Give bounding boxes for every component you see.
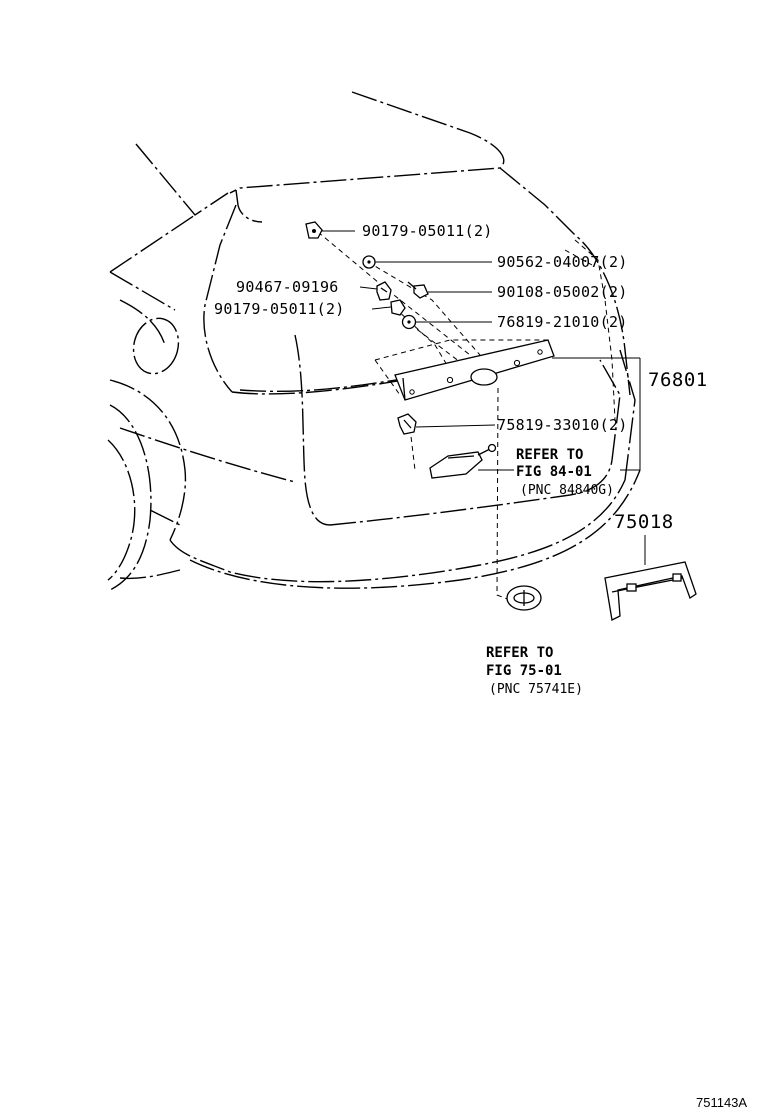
bracket-75018-part bbox=[604, 561, 697, 621]
callout-76819-21010: 76819-21010(2) bbox=[497, 313, 628, 331]
vehicle-body-outline bbox=[107, 91, 641, 591]
leader-lines bbox=[322, 230, 646, 565]
ref-1-pnc: (PNC 84840G) bbox=[520, 483, 614, 498]
callout-75018: 75018 bbox=[614, 511, 674, 533]
callout-90179-05011-lower: 90179-05011(2) bbox=[214, 300, 345, 318]
clip-90179-lower-part bbox=[390, 299, 406, 316]
ref-2-fig: FIG 75-01 bbox=[486, 663, 562, 679]
callout-90562-04007: 90562-04007(2) bbox=[497, 253, 628, 271]
callout-90467-09196: 90467-09196 bbox=[236, 278, 339, 296]
ref-1-refer-to: REFER TO bbox=[516, 447, 583, 463]
ref-2-pnc: (PNC 75741E) bbox=[489, 682, 583, 697]
cushion-76819-part bbox=[401, 314, 417, 330]
screw-90108-part bbox=[407, 281, 429, 299]
callout-75819-33010: 75819-33010(2) bbox=[497, 416, 628, 434]
garnish-76801-part bbox=[394, 339, 555, 401]
emblem-part bbox=[506, 585, 542, 611]
callout-90108-05002: 90108-05002(2) bbox=[497, 283, 628, 301]
callout-90179-05011-top: 90179-05011(2) bbox=[362, 222, 493, 240]
clip-90179-top-part bbox=[305, 221, 323, 239]
nut-90562-part bbox=[362, 255, 376, 269]
grommet-90467-part bbox=[376, 281, 392, 301]
ref-2-refer-to: REFER TO bbox=[486, 645, 553, 661]
callout-76801: 76801 bbox=[648, 369, 708, 391]
clip-75819-part bbox=[397, 413, 417, 435]
license-lamp-part bbox=[429, 443, 497, 479]
ref-1-fig: FIG 84-01 bbox=[516, 464, 592, 480]
diagram-code: 751143A bbox=[696, 1095, 747, 1110]
